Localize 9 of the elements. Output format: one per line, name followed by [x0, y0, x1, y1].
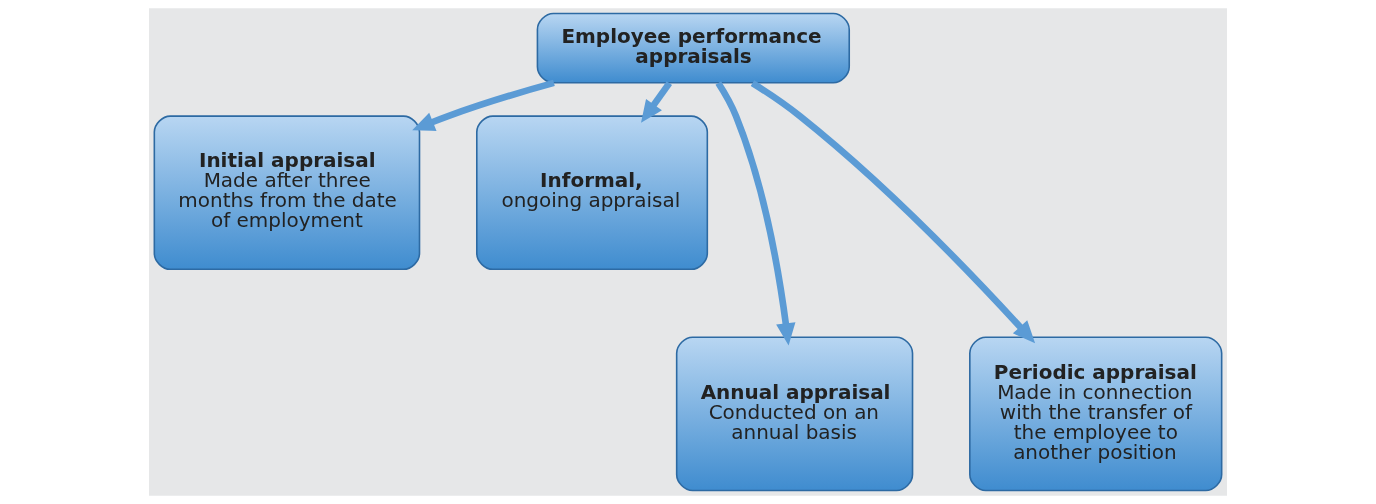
node-box: Annual appraisal Conducted on an annual basis — [675, 336, 914, 492]
node-box: Employee performance appraisals — [536, 12, 851, 84]
arrow — [750, 80, 1036, 344]
arrow — [715, 81, 796, 346]
node-box: Initial appraisal Made after three months from the date of employment — [153, 115, 421, 271]
arrow — [412, 79, 555, 131]
node-box: Informal, ongoing appraisal — [476, 115, 709, 271]
node-box: Periodic appraisal Made in connection with the transfer of the employee to another position — [969, 336, 1223, 492]
arrow — [641, 81, 673, 123]
